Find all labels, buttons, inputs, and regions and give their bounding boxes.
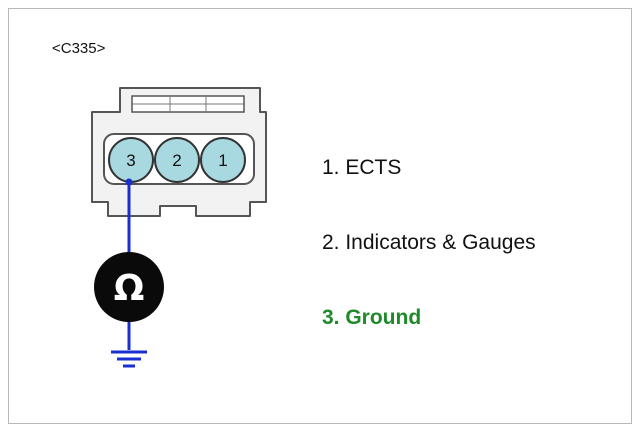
pin-1-number: 1 xyxy=(218,151,227,170)
pin-2 xyxy=(154,137,200,183)
legend-item-indicators-gauges: 2. Indicators & Gauges xyxy=(322,231,536,254)
legend-item-ground: 3. Ground xyxy=(322,306,422,329)
pin-2-number: 2 xyxy=(172,151,181,170)
connector-label: <C335> xyxy=(52,40,106,57)
pin-1 xyxy=(200,137,246,183)
ground-symbol-icon xyxy=(111,350,147,368)
pin-3-number: 3 xyxy=(126,151,135,170)
ohm-meter-symbol: Ω xyxy=(114,268,145,309)
legend-item-ects: 1. ECTS xyxy=(322,156,402,179)
ohm-meter-icon xyxy=(94,252,164,322)
